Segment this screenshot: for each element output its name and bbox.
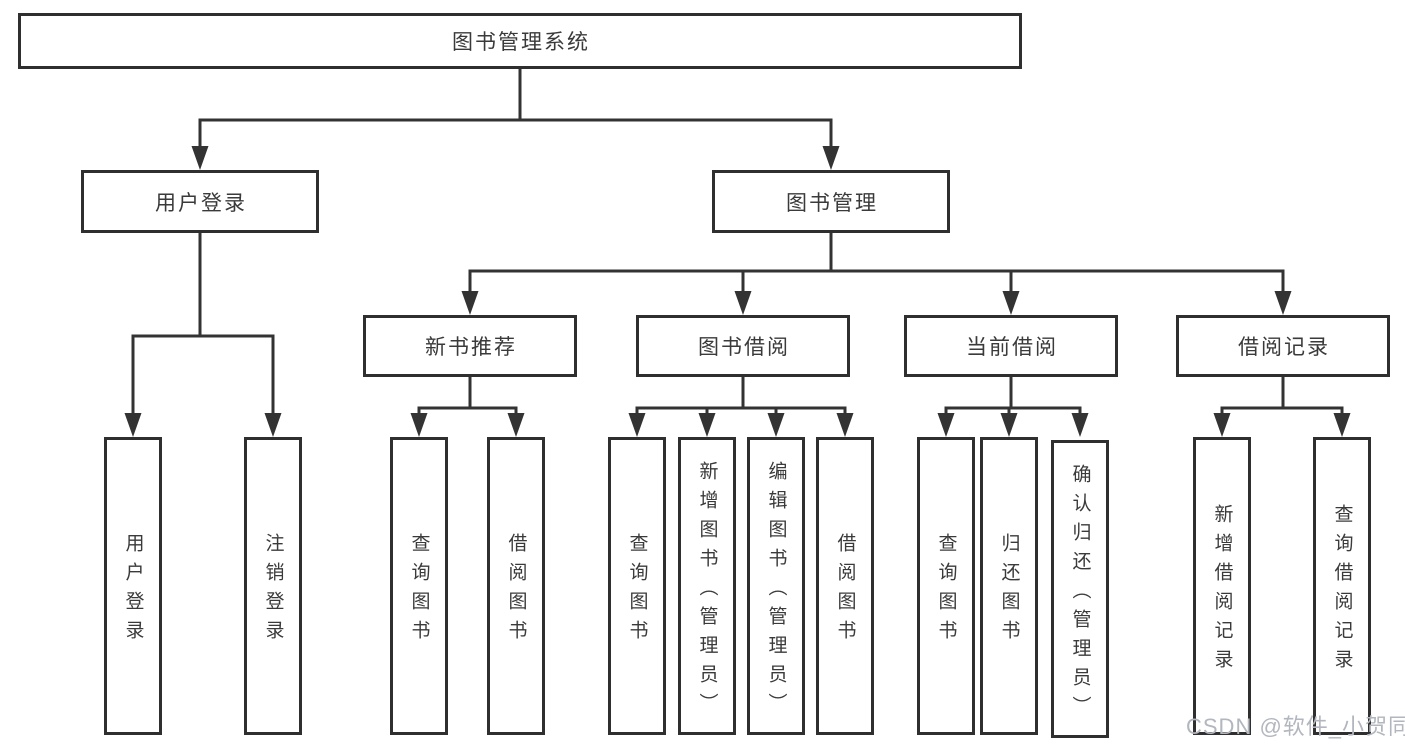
- node-borrow-record: 借阅记录: [1176, 315, 1390, 377]
- leaf-logout: 注销登录: [244, 437, 302, 735]
- leaf-br-add-record: 新增借阅记录: [1193, 437, 1251, 735]
- leaf-bb-edit-book-admin: 编辑图书（管理员）: [747, 437, 805, 735]
- connector-userlogin-to-leaves: [131, 232, 275, 414]
- leaf-nbr-query-book: 查询图书: [390, 437, 448, 735]
- connector-borrowrecord-to-leaves: [1220, 376, 1344, 414]
- leaf-bb-borrow-book-label: 借阅图书: [834, 533, 856, 649]
- leaf-br-query-record: 查询借阅记录: [1313, 437, 1371, 735]
- leaf-br-add-record-label: 新增借阅记录: [1211, 504, 1233, 678]
- connector-bookmgmt-to-level3: [468, 232, 1285, 292]
- leaf-bb-add-book-admin-label: 新增图书（管理员）: [696, 460, 718, 722]
- leaf-bb-query-book-label: 查询图书: [626, 533, 648, 649]
- node-current-borrow: 当前借阅: [904, 315, 1118, 377]
- leaf-bb-borrow-book: 借阅图书: [816, 437, 874, 735]
- connector-bookborrow-to-leaves: [635, 376, 847, 414]
- leaf-cb-confirm-return-admin-label: 确认归还（管理员）: [1069, 463, 1091, 725]
- connector-newbook-to-leaves: [417, 376, 518, 414]
- leaf-cb-query-book-label: 查询图书: [935, 533, 957, 649]
- leaf-bb-query-book: 查询图书: [608, 437, 666, 735]
- node-user-login-label: 用户登录: [155, 191, 247, 215]
- csdn-watermark: CSDN @软件_小贺同学: [1186, 714, 1405, 739]
- leaf-nbr-borrow-book-label: 借阅图书: [505, 533, 527, 649]
- leaf-nbr-query-book-label: 查询图书: [408, 533, 430, 649]
- node-new-book-recommend-label: 新书推荐: [425, 336, 517, 359]
- leaf-user-login: 用户登录: [104, 437, 162, 735]
- leaf-bb-edit-book-admin-label: 编辑图书（管理员）: [765, 460, 787, 722]
- leaf-logout-label: 注销登录: [262, 533, 284, 649]
- node-library-management-system: 图书管理系统: [18, 13, 1022, 69]
- node-library-management-system-label: 图书管理系统: [452, 31, 590, 54]
- node-book-borrow-label: 图书借阅: [698, 336, 790, 359]
- leaf-cb-confirm-return-admin: 确认归还（管理员）: [1051, 440, 1109, 738]
- arrowheads: [124, 146, 1351, 437]
- leaf-bb-add-book-admin: 新增图书（管理员）: [678, 437, 736, 735]
- node-book-management-label: 图书管理: [786, 191, 878, 215]
- connector-root-to-level2: [198, 68, 833, 147]
- node-new-book-recommend: 新书推荐: [363, 315, 577, 377]
- leaf-br-query-record-label: 查询借阅记录: [1331, 504, 1353, 678]
- node-current-borrow-label: 当前借阅: [966, 336, 1058, 359]
- leaf-user-login-label: 用户登录: [122, 533, 144, 649]
- node-book-management: 图书管理: [712, 170, 950, 233]
- leaf-nbr-borrow-book: 借阅图书: [487, 437, 545, 735]
- node-book-borrow: 图书借阅: [636, 315, 850, 377]
- node-user-login: 用户登录: [81, 170, 319, 233]
- node-borrow-record-label: 借阅记录: [1238, 336, 1330, 359]
- leaf-cb-return-book-label: 归还图书: [998, 533, 1020, 649]
- leaf-cb-query-book: 查询图书: [917, 437, 975, 735]
- leaf-cb-return-book: 归还图书: [980, 437, 1038, 735]
- connector-currentborrow-to-leaves: [944, 376, 1082, 414]
